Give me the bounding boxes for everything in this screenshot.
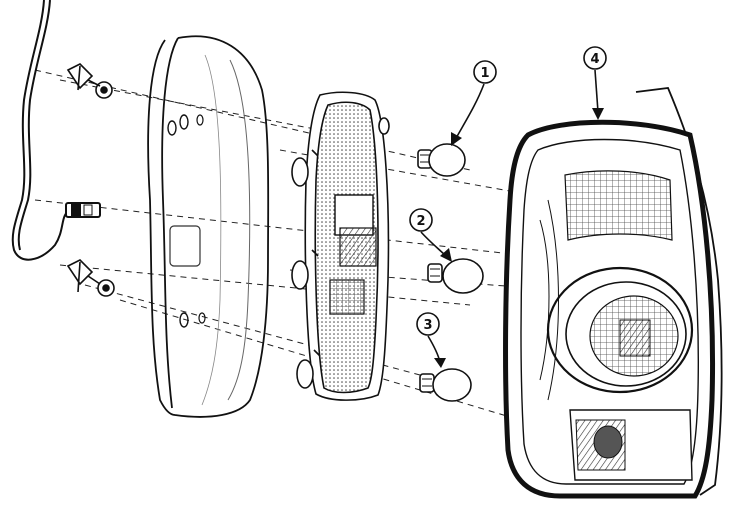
svg-text:3: 3: [423, 318, 432, 333]
bulb-1: [417, 143, 466, 177]
callout-2: 2: [409, 208, 433, 232]
svg-text:2: 2: [416, 214, 425, 229]
callout-1: 1: [473, 60, 497, 84]
wiring-harness: [11, 0, 101, 261]
tail-lamp-assembly: [503, 87, 723, 499]
body-panel: [147, 35, 270, 418]
push-pin-fastener-bottom: [66, 259, 115, 297]
bulb-3: [419, 368, 472, 402]
callout-leaders: [420, 69, 599, 363]
callout-4: 4: [583, 46, 607, 70]
svg-text:4: 4: [590, 52, 599, 67]
callout-arrowheads: [434, 108, 604, 368]
svg-text:1: 1: [480, 66, 489, 81]
callout-3: 3: [416, 312, 440, 336]
push-pin-fastener-top: [66, 63, 113, 99]
bulb-holder-circuit-board: [291, 91, 390, 401]
bulb-2: [427, 258, 484, 294]
